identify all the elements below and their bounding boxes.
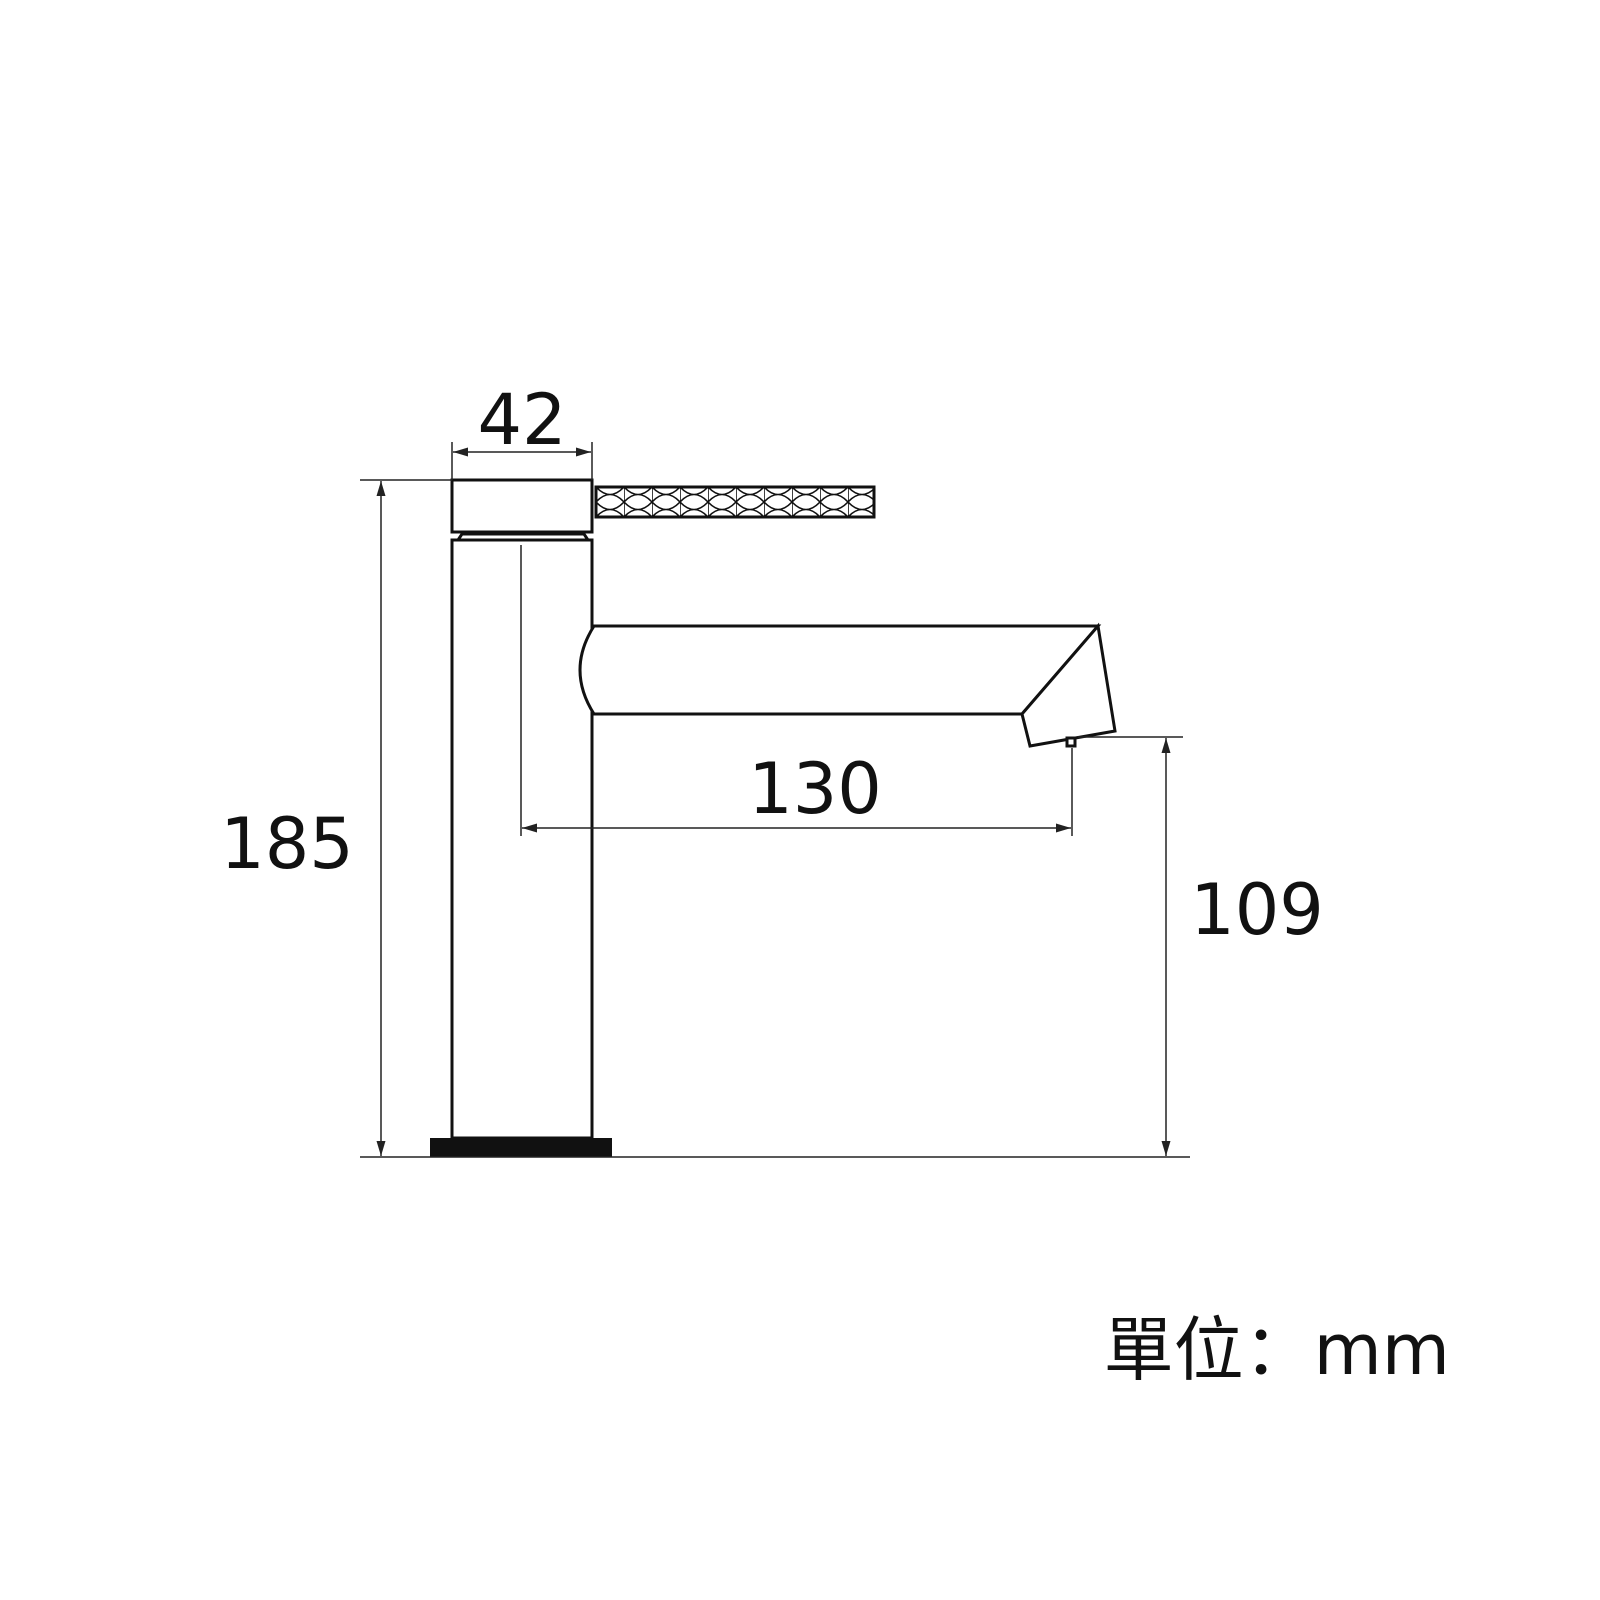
faucet-body <box>450 538 594 1140</box>
dimension-cap-width: 42 <box>451 379 593 480</box>
dimension-total-height: 185 <box>220 479 1190 1158</box>
base-plate <box>430 1138 612 1157</box>
dimension-label-42: 42 <box>477 379 566 461</box>
collar-ring <box>455 532 591 542</box>
dimension-label-130: 130 <box>748 748 882 830</box>
dimension-spout-height: 109 <box>1078 736 1324 1156</box>
spout <box>578 624 1102 716</box>
lever-handle <box>594 485 876 519</box>
dimension-label-109: 109 <box>1190 869 1324 951</box>
handle-cap <box>450 478 594 534</box>
spout-tip <box>1020 622 1117 748</box>
dimension-label-185: 185 <box>220 803 354 885</box>
aerator-nozzle <box>1065 736 1077 748</box>
faucet <box>430 478 1117 1157</box>
unit-label: 單位：mm <box>1104 1309 1450 1391</box>
dimension-spout-reach: 130 <box>520 545 1073 836</box>
